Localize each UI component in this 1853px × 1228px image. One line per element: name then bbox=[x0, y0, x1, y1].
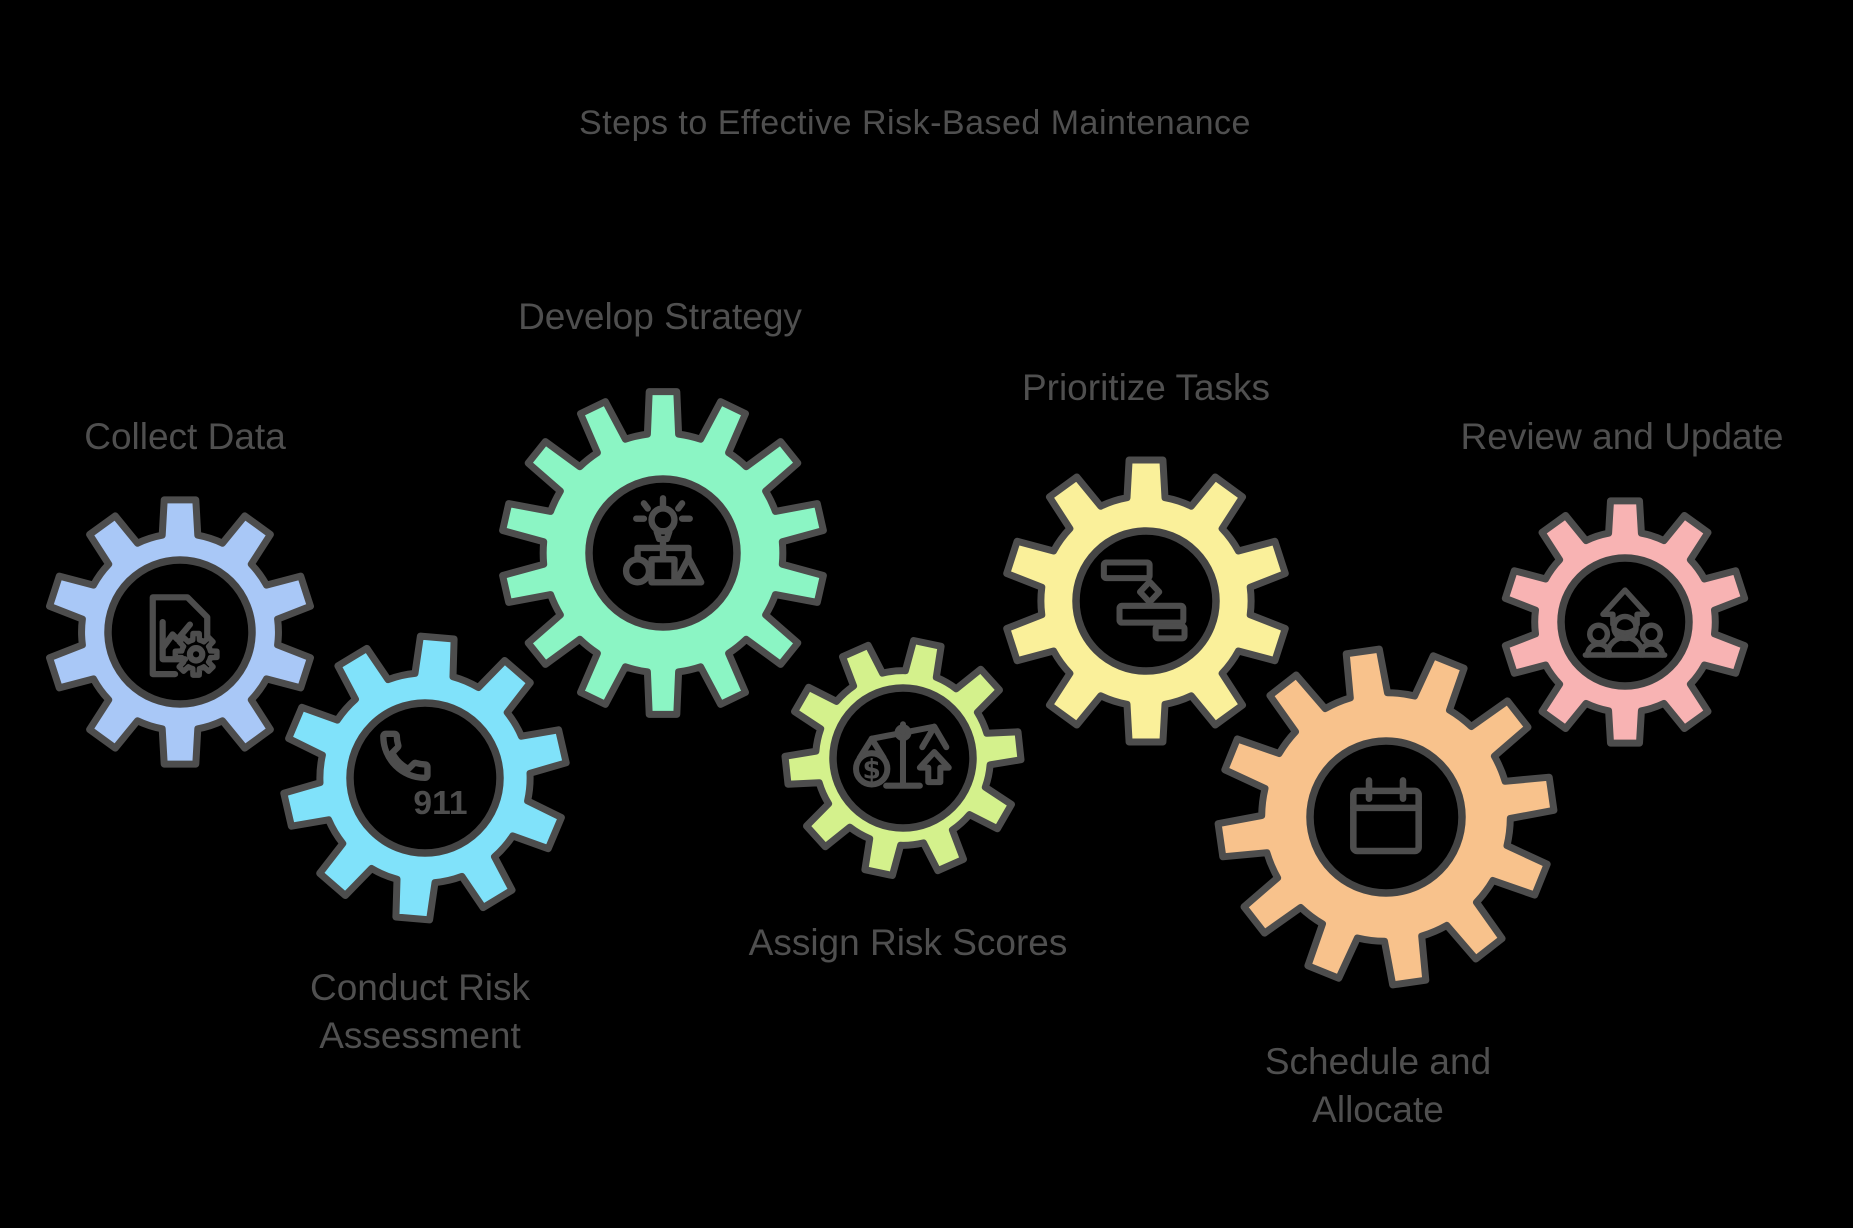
gear-conduct-risk-assessment: 911 bbox=[280, 632, 570, 924]
task-priority-icon bbox=[1100, 559, 1188, 642]
gear-assign-risk-scores: $ bbox=[781, 637, 1025, 879]
calendar-icon bbox=[1350, 777, 1422, 855]
scales-dollar-icon: $ bbox=[853, 721, 952, 789]
document-chart-icon bbox=[149, 594, 220, 678]
diagram-title: Steps to Effective Risk-Based Maintenanc… bbox=[579, 104, 1251, 142]
svg-text:$: $ bbox=[862, 754, 880, 785]
gear-prioritize-tasks bbox=[1003, 456, 1289, 746]
step-label-review-and-update: Review and Update bbox=[1460, 416, 1784, 457]
step-label-develop-strategy: Develop Strategy bbox=[518, 296, 802, 337]
step-label-assign-risk-scores: Assign Risk Scores bbox=[748, 922, 1068, 963]
gear-collect-data bbox=[46, 496, 314, 768]
idea-flowchart-icon bbox=[622, 495, 705, 586]
gear-schedule-and-allocate bbox=[1214, 645, 1558, 989]
step-label-schedule-and-allocate: Schedule and bbox=[1264, 1041, 1492, 1082]
people-growth-icon bbox=[1582, 587, 1668, 658]
step-label-schedule-and-allocate: Allocate bbox=[1312, 1089, 1444, 1130]
gear-hub bbox=[1306, 737, 1466, 897]
step-label-collect-data: Collect Data bbox=[84, 416, 286, 457]
step-label-conduct-risk-assessment: Assessment bbox=[319, 1015, 521, 1056]
gear-develop-strategy bbox=[499, 388, 827, 718]
gear-review-and-update bbox=[1501, 497, 1749, 747]
phone-911-icon: 911 bbox=[380, 730, 468, 822]
phone-911-label: 911 bbox=[413, 785, 467, 822]
step-label-prioritize-tasks: Prioritize Tasks bbox=[1021, 367, 1271, 408]
step-label-conduct-risk-assessment: Conduct Risk bbox=[309, 967, 531, 1008]
